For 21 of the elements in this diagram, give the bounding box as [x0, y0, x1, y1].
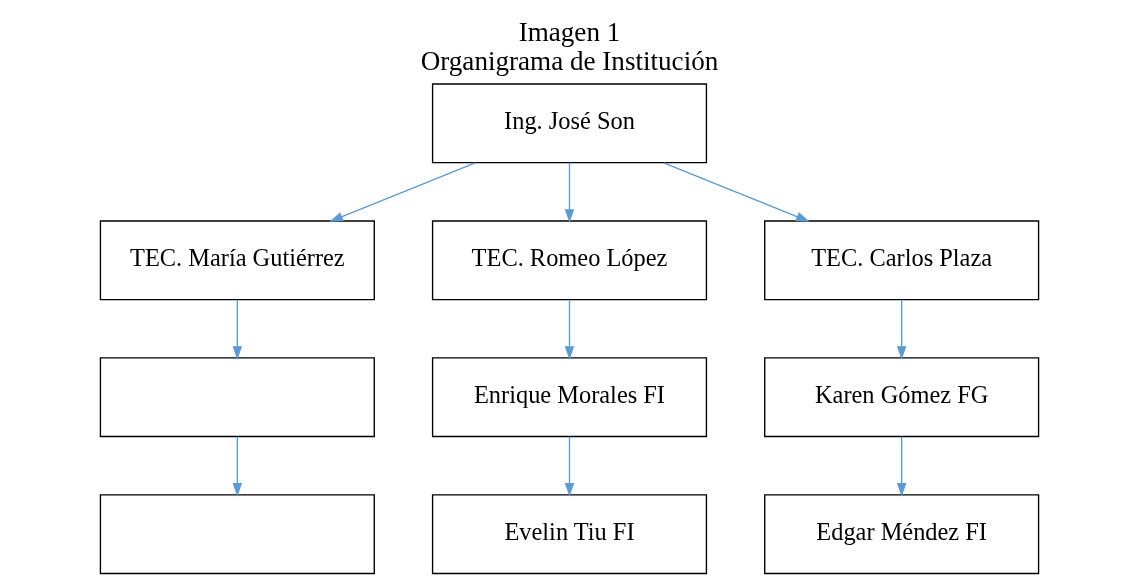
caption: Organigrama de Institución	[420, 46, 718, 77]
arrow	[232, 436, 242, 497]
node-box: Evelin Tiu FI	[431, 494, 707, 575]
arrow	[564, 299, 574, 360]
arrow	[328, 162, 476, 222]
diagram-title: Imagen 1	[518, 16, 620, 47]
node-box: Edgar Méndez FI	[763, 494, 1039, 575]
node-box: Ing. José Son	[431, 83, 707, 164]
node-box	[99, 494, 375, 575]
node-box: TEC. María Gutiérrez	[99, 220, 375, 301]
arrow	[232, 299, 242, 360]
node-box: Karen Gómez FG	[763, 357, 1039, 438]
node-box: TEC. Romeo López	[431, 220, 707, 301]
node-box: Enrique Morales FI	[431, 357, 707, 438]
node-box: TEC. Carlos Plaza	[763, 220, 1039, 301]
node-box	[99, 357, 375, 438]
arrow	[564, 162, 574, 223]
arrow	[564, 436, 574, 497]
arrow	[662, 162, 810, 222]
arrow	[896, 299, 906, 360]
arrow	[896, 436, 906, 497]
